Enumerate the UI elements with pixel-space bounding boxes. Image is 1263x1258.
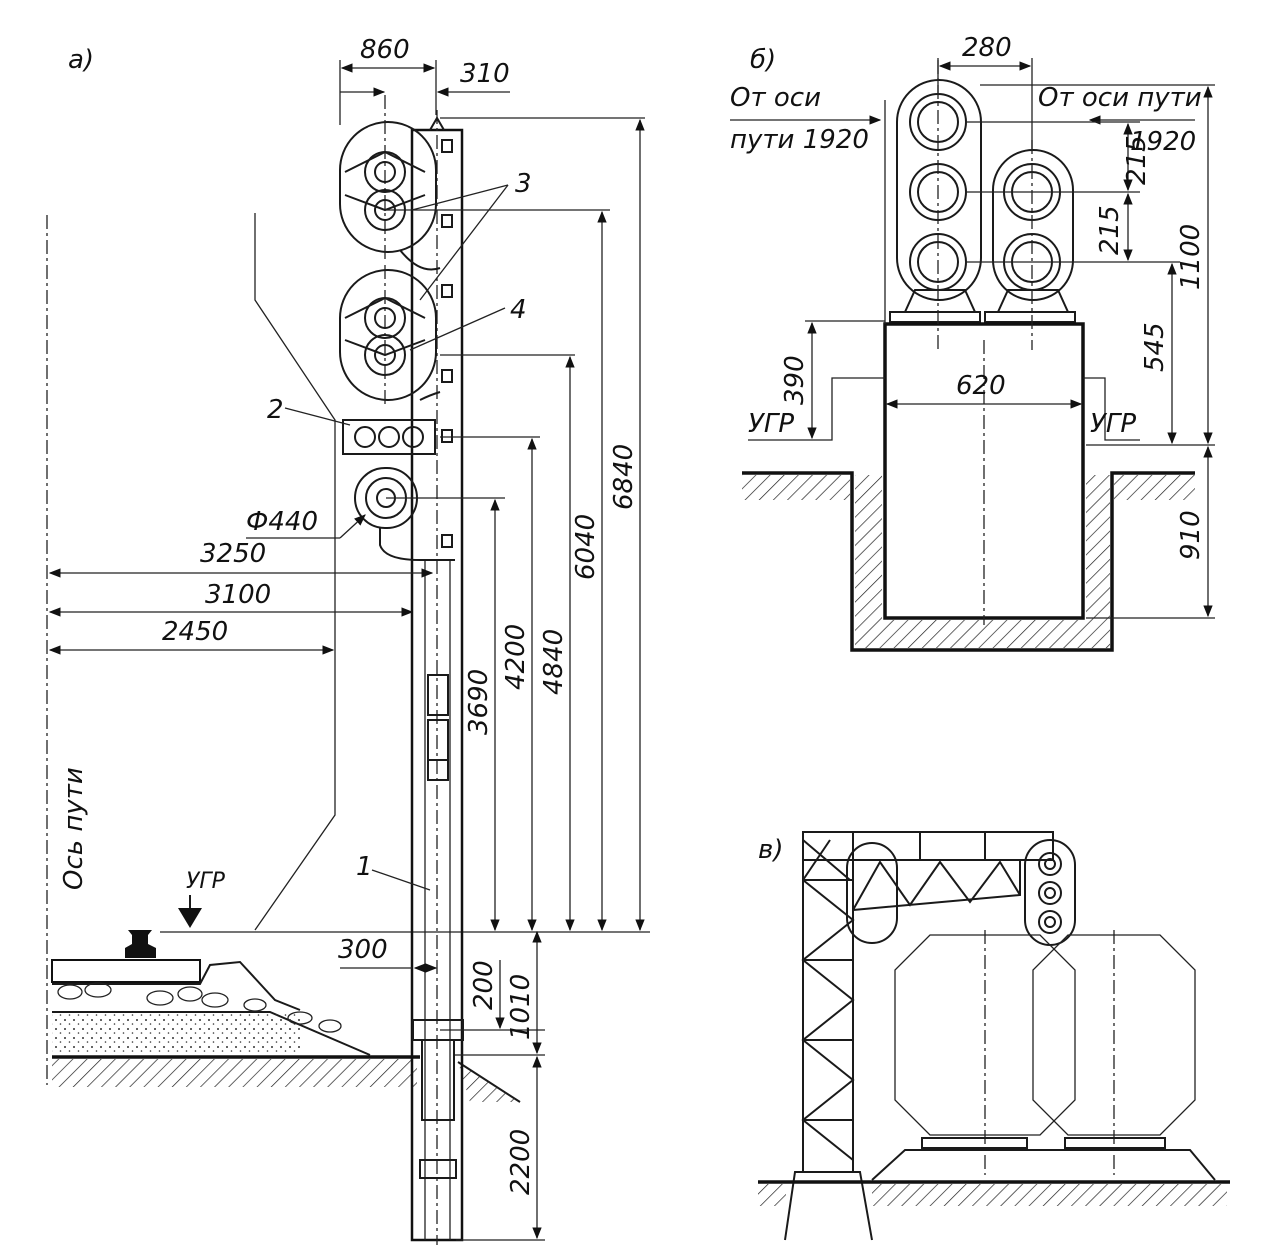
ugr-label-a: УГР bbox=[186, 869, 226, 894]
signal-c-left bbox=[846, 842, 898, 944]
cable-box-2 bbox=[427, 719, 449, 761]
route-indicator bbox=[342, 419, 436, 455]
dim-310: 310 bbox=[460, 59, 510, 89]
dim-6040: 6040 bbox=[571, 514, 601, 580]
dim-1010: 1010 bbox=[506, 974, 536, 1040]
dim-390: 390 bbox=[780, 355, 810, 405]
ground-line-b bbox=[742, 471, 1195, 652]
signal-c-right bbox=[1024, 839, 1076, 946]
ground-hatch-b-pit-bottom bbox=[855, 620, 1110, 648]
dim-910: 910 bbox=[1176, 510, 1206, 560]
ground-hatch-c-right bbox=[872, 1184, 1227, 1206]
panel-b-label: б) bbox=[750, 45, 776, 75]
dim-4200: 4200 bbox=[501, 624, 531, 690]
ground-hatch-b-pit-right bbox=[1086, 475, 1110, 620]
signal-head-middle bbox=[339, 269, 437, 401]
ballast-c bbox=[871, 1149, 1216, 1181]
vehicle-outline-left bbox=[894, 934, 1076, 1136]
mast-break bbox=[419, 1159, 457, 1179]
dim-200: 200 bbox=[469, 960, 499, 1010]
callout-3: 3 bbox=[515, 169, 532, 199]
dim-545: 545 bbox=[1140, 322, 1170, 372]
dim-6840: 6840 bbox=[609, 444, 639, 510]
dim-2450: 2450 bbox=[162, 617, 228, 647]
ballast-slope bbox=[52, 1011, 371, 1056]
signal-b-right bbox=[992, 149, 1074, 301]
panel-c: в) bbox=[758, 831, 1230, 1241]
clearance-outline bbox=[254, 213, 336, 931]
rail bbox=[125, 930, 156, 958]
note-right-1: От оси пути bbox=[1038, 83, 1202, 113]
lamps-c-right-icon bbox=[1038, 852, 1062, 934]
cable-box-3 bbox=[427, 759, 449, 781]
ballast-stones bbox=[57, 982, 342, 1033]
ground-hatch-b-right bbox=[1114, 475, 1195, 500]
note-right-2: 1920 bbox=[1130, 127, 1196, 157]
mast-clamps bbox=[441, 139, 453, 548]
gantry-foundation bbox=[784, 1171, 873, 1241]
lamp-top-1-icon bbox=[344, 150, 426, 193]
bogie-right bbox=[1064, 1137, 1166, 1149]
panel-b: б) 280 bbox=[730, 33, 1215, 652]
dim-3250: 3250 bbox=[200, 539, 266, 569]
dim-1100: 1100 bbox=[1176, 224, 1206, 290]
dim-215b: 215 bbox=[1095, 205, 1125, 255]
callout-1: 1 bbox=[356, 852, 373, 882]
ground-hatch-a bbox=[52, 1059, 417, 1087]
embankment-hatch bbox=[458, 1062, 520, 1102]
signal-b-left bbox=[896, 79, 982, 301]
ugr-right-b: УГР bbox=[1090, 409, 1136, 439]
callout-2: 2 bbox=[267, 395, 284, 425]
ugr-triangle bbox=[178, 908, 202, 928]
dim-215a: 215 bbox=[1122, 135, 1152, 185]
ground-hatch-b-left bbox=[742, 475, 850, 500]
gantry-beam bbox=[802, 831, 1054, 861]
dim-2200: 2200 bbox=[506, 1129, 536, 1195]
ballast-upper bbox=[52, 960, 301, 1011]
ugr-left-b: УГР bbox=[748, 409, 794, 439]
ground-hatch-b-pit-left bbox=[855, 475, 882, 620]
lamp-middle-2-icon bbox=[344, 334, 426, 376]
bracket-lower bbox=[379, 528, 455, 561]
gantry-truss bbox=[852, 860, 1021, 912]
mast-foundation bbox=[421, 1039, 455, 1121]
vehicle-outline-right bbox=[1032, 934, 1196, 1136]
panel-c-label: в) bbox=[758, 835, 783, 865]
dim-300: 300 bbox=[338, 935, 388, 965]
bracket-top bbox=[399, 249, 441, 271]
panel-a-label: а) bbox=[68, 45, 94, 75]
dim-4840: 4840 bbox=[539, 629, 569, 695]
note-left-1: От оси bbox=[730, 83, 821, 113]
callout-4: 4 bbox=[510, 295, 527, 325]
dim-3100: 3100 bbox=[205, 580, 271, 610]
note-left-2: пути 1920 bbox=[730, 125, 869, 155]
cable-box-1 bbox=[427, 674, 449, 716]
mast-top bbox=[429, 116, 445, 131]
dim-3690: 3690 bbox=[464, 669, 494, 735]
signal-head-top bbox=[339, 121, 437, 253]
dim-860: 860 bbox=[360, 35, 410, 65]
sleeper bbox=[51, 959, 201, 983]
bogie-left bbox=[921, 1137, 1028, 1149]
bracket-middle bbox=[419, 391, 441, 401]
dim-diameter: Ф440 bbox=[246, 507, 318, 537]
dim-280: 280 bbox=[962, 33, 1012, 63]
panel-a: а) Ось пути УГР bbox=[46, 35, 650, 1245]
track-axis-label: Ось пути bbox=[59, 767, 89, 890]
lamp-middle-1-icon bbox=[344, 296, 426, 339]
ballast-fill bbox=[52, 1013, 302, 1053]
dim-620: 620 bbox=[956, 371, 1006, 401]
ground-hatch-c-left bbox=[758, 1184, 786, 1206]
